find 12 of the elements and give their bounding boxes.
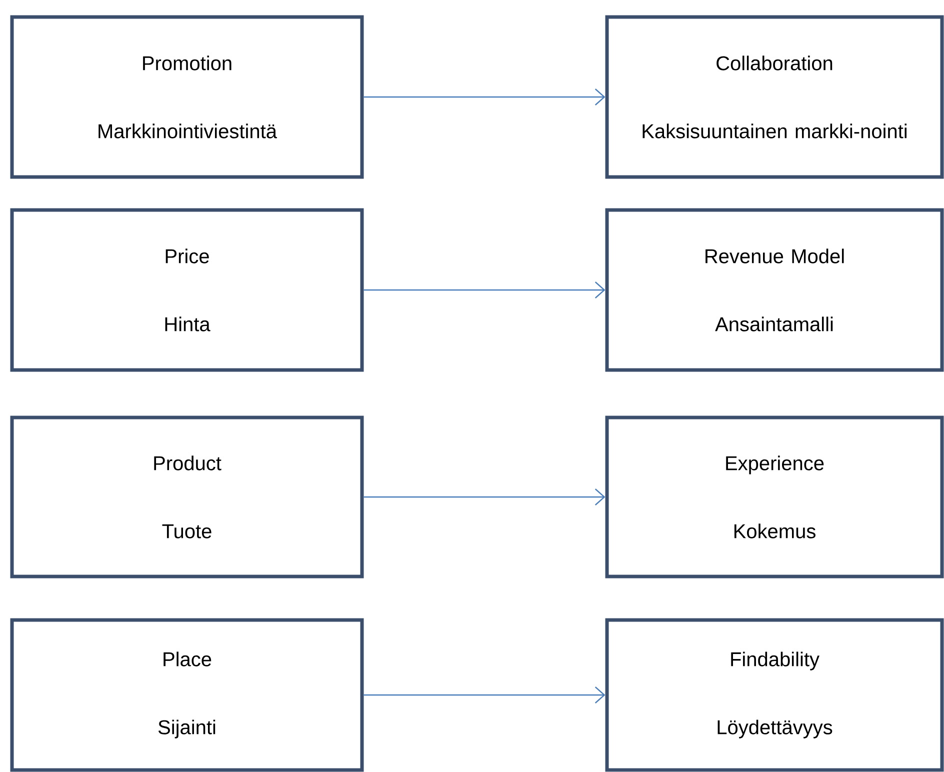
arrow [364,88,606,106]
text-box: Findability Löydettävyys [605,618,944,772]
text-box: Revenue Model Ansaintamalli [605,208,944,372]
text-box: Place Sijainti [10,618,364,772]
arrow [364,488,606,506]
text-box: Experience Kokemus [605,416,944,578]
text-box: Price Hinta [10,208,364,372]
text-box: Collaboration Kaksisuuntainen markki-nointi [605,15,944,179]
text-box: Promotion Markkinointiviestintä [10,15,364,179]
text-box: Product Tuote [10,416,364,578]
arrow [364,686,606,704]
arrow [364,282,606,298]
